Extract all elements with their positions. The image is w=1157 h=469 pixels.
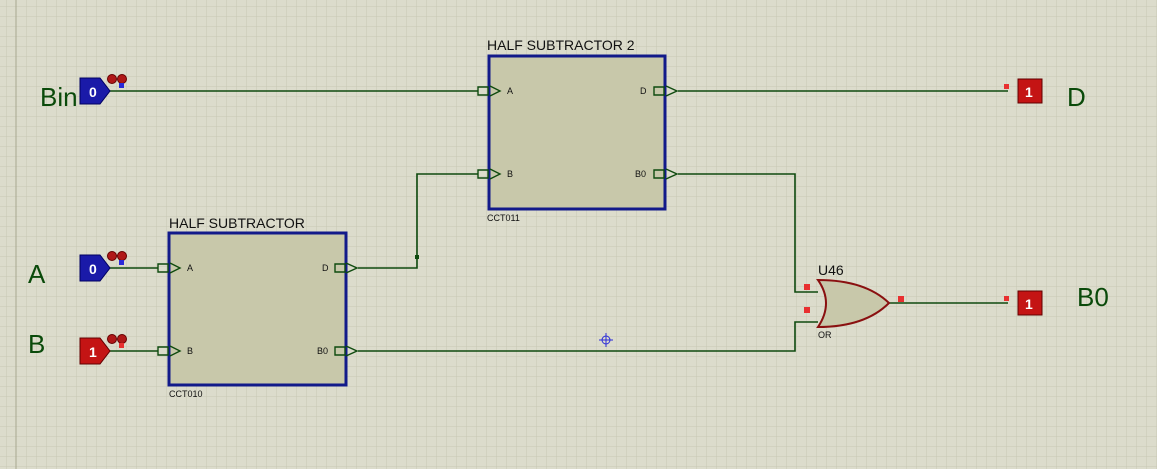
- pin-b-label: B: [187, 346, 193, 356]
- block-body: [167, 231, 348, 387]
- block-ref: CCT010: [169, 389, 203, 399]
- pin-d[interactable]: [334, 263, 346, 273]
- output-label: D: [1067, 82, 1086, 112]
- pin-a[interactable]: [157, 263, 169, 273]
- pin-b0[interactable]: [653, 169, 665, 179]
- output-value: 1: [1025, 296, 1033, 312]
- wire-hs1-d-to-hs2-b: [358, 173, 478, 269]
- output-indicator: [1017, 290, 1043, 316]
- pin-b0-arrow: [665, 168, 679, 180]
- input-value: 1: [89, 344, 97, 360]
- probe-dot-icon: [117, 74, 127, 84]
- pin-d-label: D: [640, 86, 647, 96]
- block-title: HALF SUBTRACTOR: [169, 215, 305, 231]
- or-gate-body: [816, 278, 891, 329]
- pin-d-arrow: [665, 85, 679, 97]
- logic-toggle-button[interactable]: [79, 77, 111, 105]
- pin-b0-arrow: [345, 345, 359, 357]
- pin-b-arrow: [169, 345, 182, 357]
- logic-input-b[interactable]: B 1: [28, 329, 127, 365]
- logic-state-square: [119, 260, 124, 265]
- pin-b0-label: B0: [317, 346, 328, 356]
- logic-state-square: [119, 343, 124, 348]
- pin-b-label: B: [507, 169, 513, 179]
- probe-dot-icon: [107, 74, 117, 84]
- wire-junction: [415, 255, 419, 259]
- pin-a-arrow: [489, 85, 502, 97]
- logic-probe-d[interactable]: 1 D: [1004, 78, 1086, 112]
- pin-d-label: D: [322, 263, 329, 273]
- gate-input-state: [804, 284, 810, 290]
- or-gate-u46[interactable]: U46 OR: [804, 262, 904, 340]
- pin-b[interactable]: [157, 346, 169, 356]
- pin-b0-label: B0: [635, 169, 646, 179]
- input-value: 0: [89, 261, 97, 277]
- pin-a-arrow: [169, 262, 182, 274]
- logic-state-square: [119, 83, 124, 88]
- logic-input-a[interactable]: A 0: [28, 251, 127, 290]
- half-subtractor-1[interactable]: HALF SUBTRACTOR CCT010 A B D B0: [157, 215, 359, 399]
- logic-toggle-button[interactable]: [79, 254, 111, 282]
- logic-state-square: [1004, 84, 1009, 89]
- pin-b0[interactable]: [334, 346, 346, 356]
- pin-d[interactable]: [653, 86, 665, 96]
- pin-b[interactable]: [477, 169, 489, 179]
- probe-dot-icon: [107, 251, 117, 261]
- output-value: 1: [1025, 84, 1033, 100]
- crosshair-cursor-icon: [599, 333, 613, 347]
- gate-type: OR: [818, 330, 832, 340]
- pin-b-arrow: [489, 168, 502, 180]
- probe-dot-icon: [107, 334, 117, 344]
- probe-dot-icon: [117, 334, 127, 344]
- logic-probe-b0[interactable]: 1 B0: [1004, 282, 1109, 316]
- half-subtractor-2[interactable]: HALF SUBTRACTOR 2 CCT011 A B D B0: [477, 37, 679, 223]
- logic-state-square: [1004, 296, 1009, 301]
- pin-a-label: A: [507, 86, 513, 96]
- pin-d-arrow: [345, 262, 359, 274]
- input-label: A: [28, 259, 46, 289]
- gate-input-state: [804, 307, 810, 313]
- pin-a[interactable]: [477, 86, 489, 96]
- block-title: HALF SUBTRACTOR 2: [487, 37, 635, 53]
- wires: [110, 90, 1008, 352]
- output-indicator: [1017, 78, 1043, 104]
- block-ref: CCT011: [487, 213, 520, 223]
- logic-input-bin[interactable]: Bin 0: [40, 74, 127, 113]
- gate-output-state: [898, 296, 904, 302]
- output-label: B0: [1077, 282, 1109, 312]
- input-label: Bin: [40, 82, 78, 112]
- wire-hs2-b0-to-or: [678, 173, 818, 293]
- logic-toggle-button[interactable]: [79, 337, 111, 365]
- wire-hs1-b0-to-or: [358, 321, 818, 352]
- input-value: 0: [89, 84, 97, 100]
- probe-dot-icon: [117, 251, 127, 261]
- gate-ref: U46: [818, 262, 844, 278]
- pin-a-label: A: [187, 263, 193, 273]
- input-label: B: [28, 329, 45, 359]
- block-body: [487, 54, 667, 211]
